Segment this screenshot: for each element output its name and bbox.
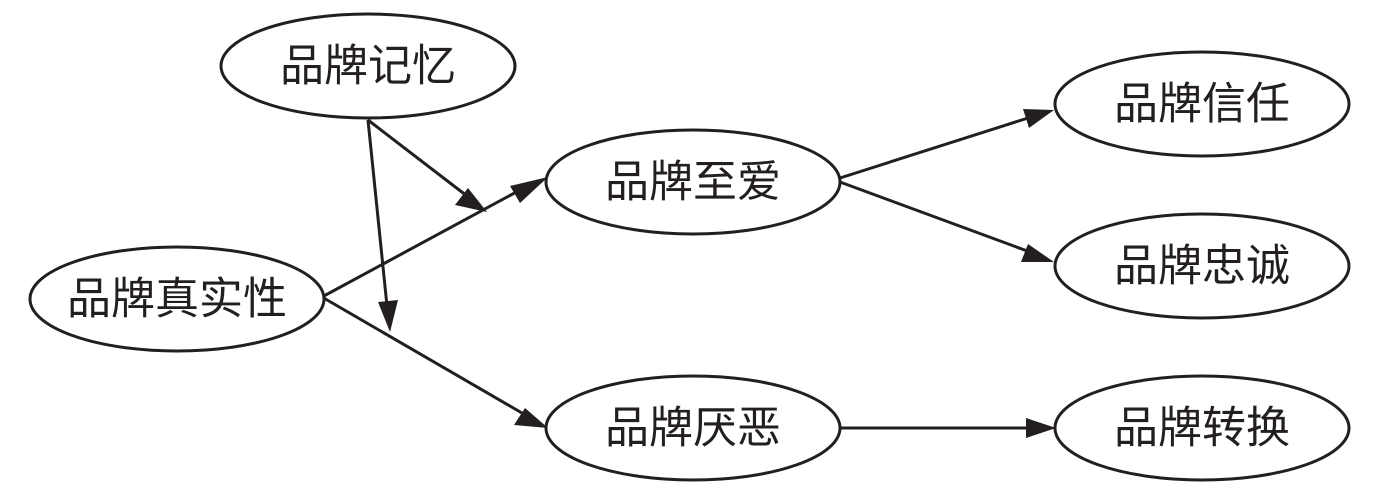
node-shape	[1053, 50, 1351, 158]
node-shape	[1053, 374, 1351, 482]
arrowhead-authenticity-to-love	[510, 177, 548, 203]
node-brand-authenticity: 品牌真实性	[28, 245, 326, 353]
arrowhead-hate-to-switching	[1026, 418, 1056, 438]
node-label: 品牌至爱	[605, 157, 781, 208]
edges	[321, 109, 1056, 438]
node-shape	[219, 12, 517, 120]
node-label: 品牌转换	[1114, 403, 1290, 454]
edge-authenticity-to-hate	[321, 295, 523, 415]
node-shape	[1053, 212, 1351, 320]
node-brand-hate: 品牌厌恶	[544, 374, 842, 482]
arrowhead-memory-to-hate-link	[378, 300, 398, 332]
edge-memory-to-love-link	[367, 118, 468, 198]
node-brand-memory: 品牌记忆	[219, 12, 517, 120]
arrowhead-memory-to-love-link	[455, 188, 487, 212]
node-label: 品牌真实性	[67, 274, 287, 325]
edge-authenticity-to-love	[321, 188, 521, 299]
node-shape	[544, 374, 842, 482]
edge-love-to-trust	[839, 116, 1029, 180]
node-brand-loyalty: 品牌忠诚	[1053, 212, 1351, 320]
node-label: 品牌忠诚	[1114, 241, 1290, 292]
arrowhead-authenticity-to-hate	[514, 408, 548, 428]
node-brand-trust: 品牌信任	[1053, 50, 1351, 158]
node-brand-switching: 品牌转换	[1053, 374, 1351, 482]
edge-love-to-loyalty	[839, 180, 1031, 254]
node-shape	[28, 245, 326, 353]
node-shape	[544, 128, 842, 236]
node-label: 品牌厌恶	[605, 403, 781, 454]
node-brand-love: 品牌至爱	[544, 128, 842, 236]
node-label: 品牌记忆	[280, 41, 456, 92]
arrowhead-love-to-loyalty	[1021, 244, 1054, 262]
edge-memory-to-hate-link	[366, 119, 389, 307]
node-label: 品牌信任	[1114, 79, 1290, 130]
arrowhead-love-to-trust	[1023, 109, 1054, 128]
